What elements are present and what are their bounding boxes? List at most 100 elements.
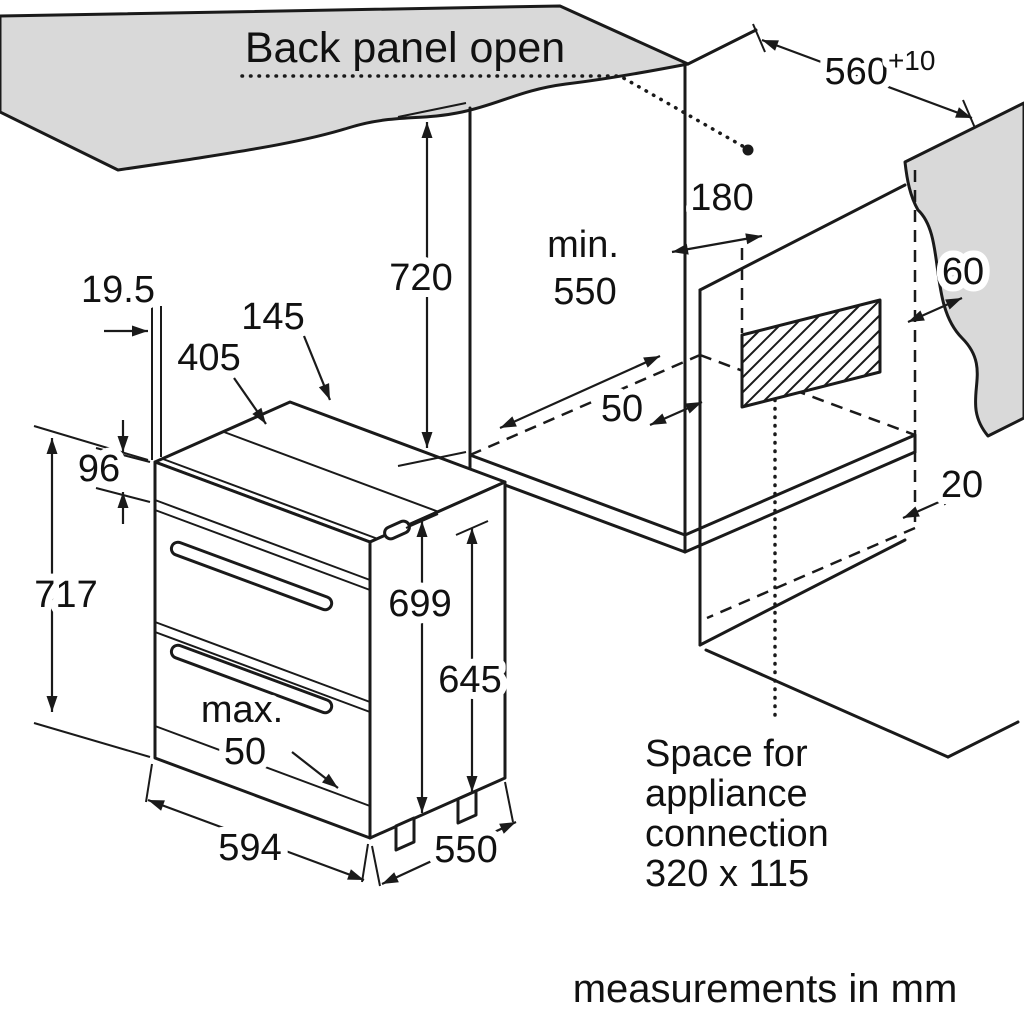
depth-label: 550 [434, 829, 497, 871]
arrowhead [46, 438, 58, 454]
floor-back-hidden-edge [699, 353, 916, 437]
side-panel-top-edge [698, 183, 907, 292]
arrowhead [148, 800, 165, 811]
panel-height-ext-top [95, 447, 151, 463]
plinth-label-value: 50 [224, 731, 266, 773]
cabinet-top-back-edge [686, 28, 758, 66]
door-divider-line-2 [154, 631, 371, 713]
arrowhead [650, 413, 667, 425]
countertop [0, 4, 758, 172]
arrowhead [117, 436, 129, 452]
total-height-ext-top [33, 425, 149, 461]
inner-height-label: 645 [438, 659, 501, 701]
hatch-line [782, 299, 881, 398]
back-panel-marker-dot [742, 144, 754, 156]
arrowhead [908, 310, 925, 322]
connection-note-line4: 320 x 115 [645, 853, 809, 895]
arrowhead [322, 773, 338, 788]
depth-ext-back [504, 781, 514, 823]
niche-height-ext-top [397, 102, 467, 118]
depth-arrow [381, 821, 517, 885]
top-front-label: 145 [241, 296, 304, 338]
niche-height-ext-bottom [397, 451, 467, 467]
connection-note-line1: Space for [645, 733, 808, 775]
back-panel-label: Back panel open [245, 24, 565, 72]
hatch-line [823, 329, 881, 387]
arrowhead [672, 243, 689, 255]
hatch-line [741, 329, 761, 349]
arrowhead [347, 869, 364, 880]
niche-width-tick-right [962, 99, 976, 129]
countertop-surface [0, 4, 690, 172]
width-ext-left [145, 763, 153, 803]
side-panel-bottom-edge [698, 538, 907, 647]
arrowhead [499, 822, 516, 834]
hatch-line [741, 324, 781, 364]
niche-width-tick-left [752, 23, 766, 53]
units-note: measurements in mm [573, 967, 958, 1011]
oven-foot-front [394, 816, 416, 852]
right-panel [698, 101, 1024, 759]
floor-back-gap-label: 50 [601, 388, 643, 430]
side-grip [383, 519, 411, 541]
floor-left-hidden-edge [469, 353, 701, 457]
control-panel-line-2 [154, 509, 371, 591]
oven-top-vent-line [223, 431, 440, 513]
arrowhead [903, 506, 920, 518]
arrowhead [421, 122, 433, 138]
conn-offset-label: 180 [690, 177, 753, 219]
niche-width-arrow [761, 38, 973, 120]
arrowhead [643, 356, 660, 368]
min-depth-label-word: min. [547, 224, 619, 266]
total-height-label: 717 [34, 574, 97, 616]
total-height-ext-bottom [33, 722, 151, 758]
top-back-label: 405 [177, 337, 240, 379]
niche-width-label: 560+10 [825, 45, 936, 93]
hatch-line [741, 319, 801, 379]
dimension-lines [33, 23, 976, 887]
panel-bottom-hidden-edge [706, 526, 916, 620]
arrowhead [132, 325, 148, 337]
door-divider-line-1 [154, 621, 371, 703]
arrowhead [46, 696, 58, 712]
arrowhead [940, 494, 957, 506]
min-depth-arrow [499, 354, 661, 430]
oven-foot-back [456, 789, 478, 825]
hatch-lines [741, 299, 881, 408]
min-depth-label-value: 550 [553, 271, 616, 313]
arrowhead [466, 528, 478, 544]
arrowhead [382, 872, 399, 884]
upper-door-handle [169, 540, 334, 612]
niche-height-label: 720 [389, 257, 452, 299]
connection-note-line2: appliance [645, 773, 808, 815]
hatch-line [742, 309, 841, 408]
plinth-line [154, 725, 371, 807]
width-arrow [147, 798, 365, 882]
arrowhead [955, 107, 972, 118]
hatch-line [802, 314, 881, 393]
arrowhead [762, 40, 779, 51]
niche-floor-right-edge [683, 433, 917, 537]
arrowhead [252, 407, 266, 424]
connection-space [740, 298, 882, 409]
labels: Back panel open 560+10 720 180 min. 550 … [27, 24, 991, 1011]
arrowhead [416, 797, 428, 813]
back-panel-leader [240, 74, 748, 150]
connection-note-line3: connection [645, 813, 829, 855]
arrowhead [421, 432, 433, 448]
top-inset-label: 19.5 [81, 269, 155, 311]
arrowhead [685, 402, 702, 414]
arrowhead [745, 233, 762, 245]
hatch-line [741, 314, 821, 394]
arrowhead [945, 298, 962, 310]
right-panel-surface [903, 101, 1024, 438]
floor-front-diagonal [704, 648, 950, 759]
width-ext-right [361, 843, 369, 883]
hatch-line [863, 359, 881, 377]
arrowhead [117, 492, 129, 508]
niche-floor-front-edge [468, 453, 687, 537]
plinth-label-word: max. [201, 689, 283, 731]
arrowhead [500, 416, 517, 428]
